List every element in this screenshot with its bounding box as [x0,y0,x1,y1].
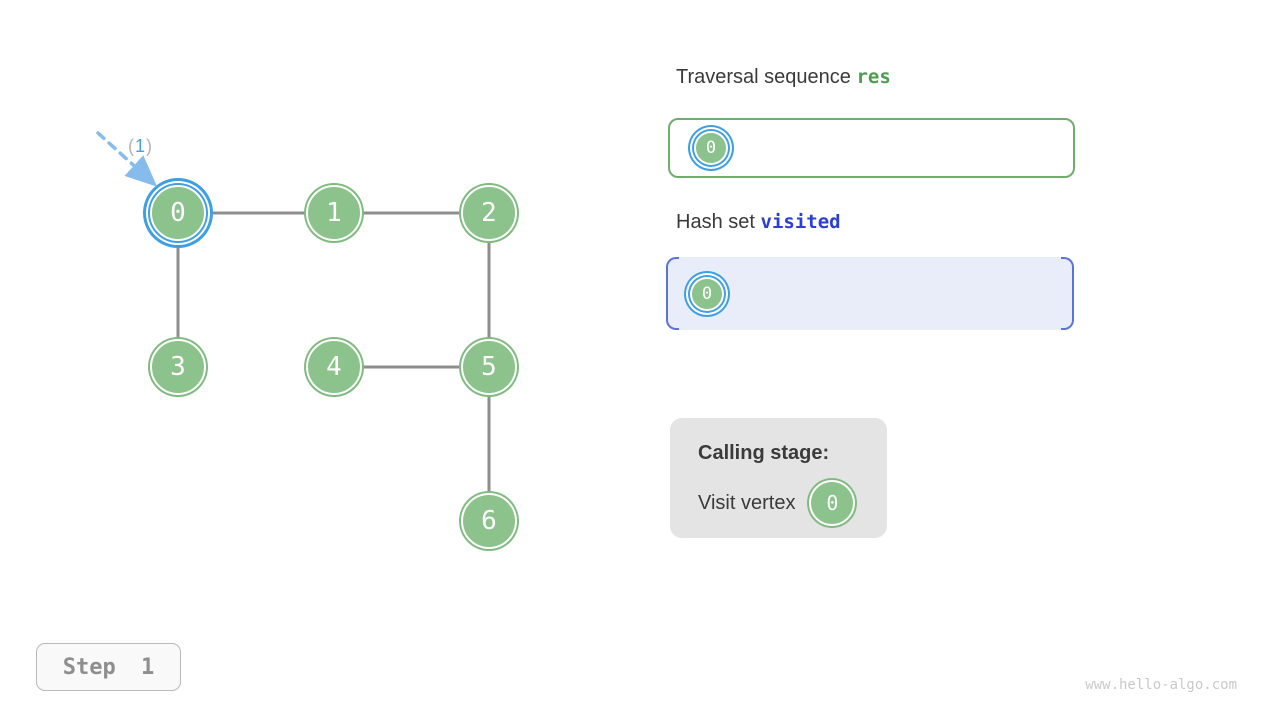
arrow-label-number: 1 [135,136,147,156]
step-button[interactable]: Step 1 [36,643,181,691]
calling-stage-panel: Calling stage: Visit vertex 0 [670,418,887,538]
traversal-sequence-box: 0 [668,118,1075,178]
watermark: www.hello-algo.com [1085,677,1237,693]
traversal-title-text: Traversal sequence [676,66,851,88]
arrow-label-open: ( [128,136,135,156]
bracket-left-icon [666,257,679,330]
hash-set-box: 0 [666,257,1074,330]
vertex-chip-0: 0 [694,131,728,165]
graph-node-5: 5 [461,339,517,395]
vertex-chip-0: 0 [690,276,724,311]
graph-node-4: 4 [306,339,362,395]
hash-set-code-visited: visited [760,211,841,233]
hash-set-title: Hash set visited [676,211,841,234]
vertex-chip-0: 0 [809,480,856,526]
visit-vertex-label: Visit vertex [698,491,796,514]
calling-stage-row: Visit vertex 0 [698,480,887,526]
arrow-label-close: ) [146,136,154,156]
graph-node-6: 6 [461,493,517,549]
traversal-sequence-title: Traversal sequence res [676,66,891,89]
traversal-code-res: res [856,66,891,88]
hash-set-title-text: Hash set [676,211,755,233]
graph-node-0: 0 [150,185,206,241]
calling-stage-title: Calling stage: [698,442,830,464]
arrow-step-label: (1) [128,136,153,157]
graph-node-2: 2 [461,185,517,241]
graph-node-3: 3 [150,339,206,395]
graph-node-1: 1 [306,185,362,241]
bracket-right-icon [1061,257,1074,330]
